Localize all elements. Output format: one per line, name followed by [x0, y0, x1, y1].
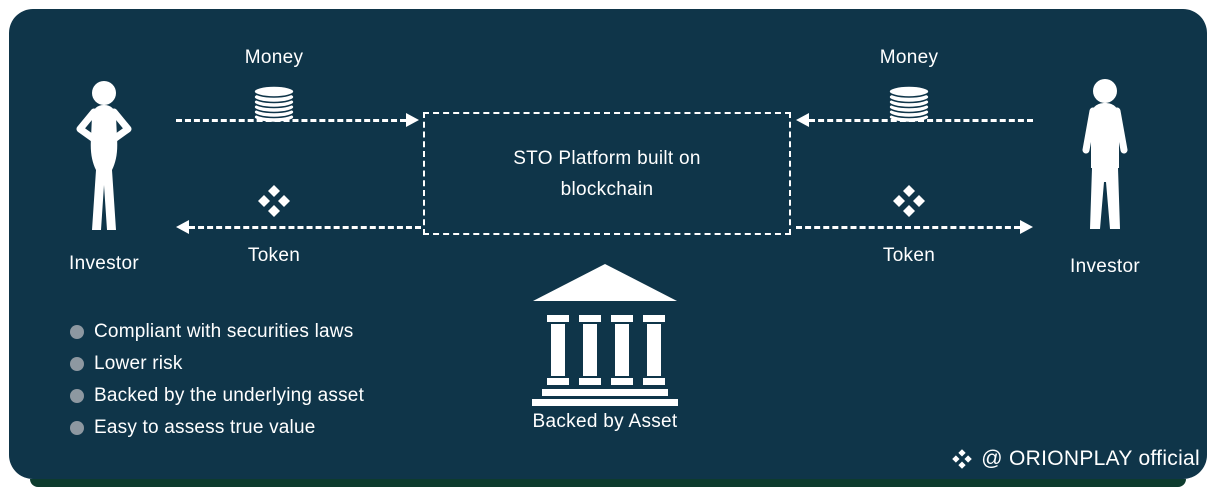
benefit-text: Compliant with securities laws [94, 321, 354, 342]
benefit-text: Backed by the underlying asset [94, 385, 365, 406]
coin-stack-icon-left [253, 85, 295, 124]
list-item: Easy to assess true value [70, 412, 364, 444]
male-investor-silhouette-icon [1082, 79, 1128, 229]
token-flow-line-left [189, 226, 421, 229]
money-flow-line-left [176, 119, 406, 122]
money-flow-arrowhead-right [796, 113, 809, 127]
list-item: Compliant with securities laws [70, 316, 364, 348]
bullet-dot-icon [70, 357, 84, 371]
female-investor-silhouette-icon [76, 81, 132, 230]
coin-stack-icon-right [888, 85, 930, 124]
backed-by-asset-label: Backed by Asset [532, 411, 678, 432]
token-label-right: Token [882, 245, 936, 266]
credit-text: @ ORIONPLAY official [981, 447, 1200, 470]
money-label-right: Money [879, 47, 939, 68]
bank-icon [532, 264, 678, 406]
token-flow-line-right [796, 226, 1020, 229]
token-icon-left [258, 185, 290, 217]
bottom-accent-strip [30, 479, 1186, 487]
watermark-credit: @ ORIONPLAY official [951, 447, 1200, 471]
money-label-left: Money [244, 47, 304, 68]
bullet-dot-icon [70, 389, 84, 403]
platform-text-line1: STO Platform built on [513, 147, 701, 169]
benefits-list: Compliant with securities laws Lower ris… [70, 316, 364, 444]
benefit-text: Lower risk [94, 353, 183, 374]
money-flow-arrowhead-left [406, 113, 419, 127]
list-item: Lower risk [70, 348, 364, 380]
bullet-dot-icon [70, 421, 84, 435]
token-icon-right [893, 185, 925, 217]
platform-text-line2: blockchain [560, 178, 654, 200]
investor-label-left: Investor [69, 253, 139, 274]
orionplay-logo-icon [952, 449, 973, 469]
benefit-text: Easy to assess true value [94, 417, 316, 438]
money-flow-line-right [809, 119, 1033, 122]
list-item: Backed by the underlying asset [70, 380, 364, 412]
bullet-dot-icon [70, 325, 84, 339]
token-label-left: Token [247, 245, 301, 266]
token-flow-arrowhead-left [176, 220, 189, 234]
token-flow-arrowhead-right [1020, 220, 1033, 234]
sto-platform-box: STO Platform built on blockchain [423, 112, 791, 235]
investor-label-right: Investor [1070, 256, 1140, 277]
